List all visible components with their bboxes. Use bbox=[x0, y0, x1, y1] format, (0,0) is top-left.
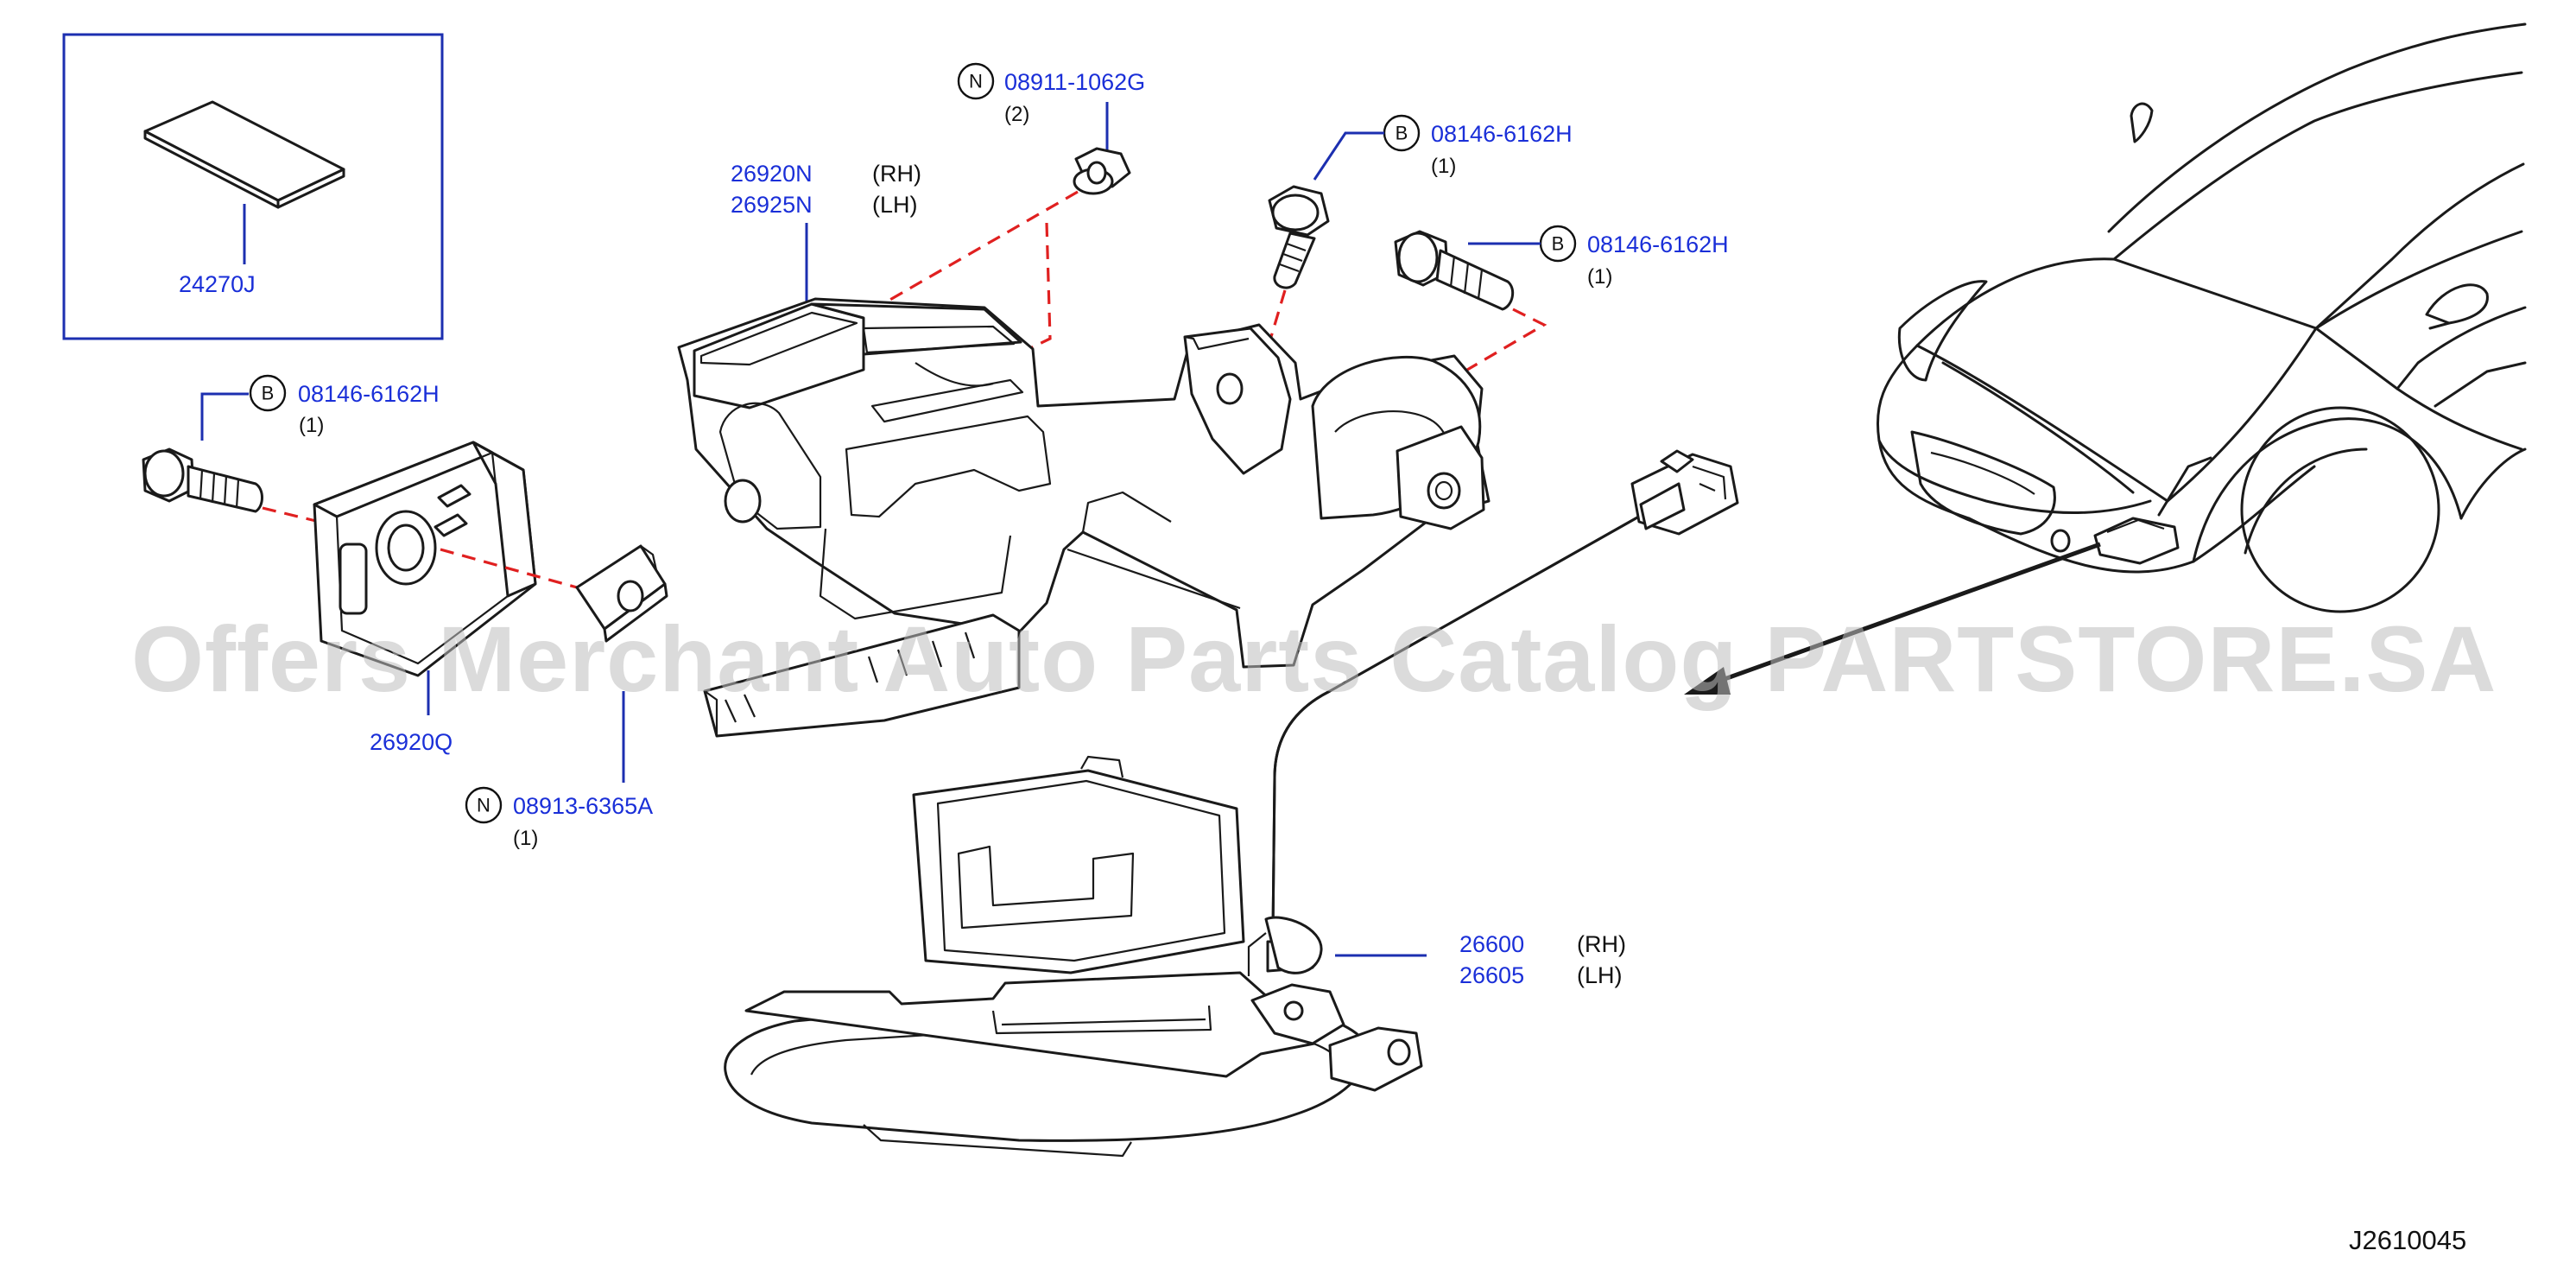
callout-nut-top[interactable]: N 08911-1062G (2) bbox=[957, 62, 1145, 126]
svg-text:(2): (2) bbox=[1004, 103, 1029, 126]
svg-text:(1): (1) bbox=[513, 827, 538, 850]
callout-26600-side: (RH) bbox=[1577, 931, 1626, 957]
svg-text:B: B bbox=[1552, 233, 1565, 255]
svg-text:08146-6162H: 08146-6162H bbox=[1431, 121, 1573, 147]
callout-26925n[interactable]: 26925N bbox=[731, 192, 813, 218]
svg-text:(1): (1) bbox=[1431, 155, 1456, 178]
flange-nut-top bbox=[1073, 147, 1131, 195]
callout-24270j[interactable]: 24270J bbox=[179, 271, 256, 297]
bracket-26920n bbox=[677, 297, 1491, 738]
svg-text:B: B bbox=[1396, 123, 1408, 144]
svg-text:08146-6162H: 08146-6162H bbox=[1587, 232, 1729, 257]
bolt-left bbox=[142, 447, 263, 513]
svg-text:N: N bbox=[477, 795, 491, 816]
svg-text:(1): (1) bbox=[1587, 265, 1612, 289]
bolt-top bbox=[1268, 185, 1330, 289]
callout-26605[interactable]: 26605 bbox=[1459, 962, 1524, 988]
cover-26920q bbox=[313, 441, 537, 677]
inset-box bbox=[62, 33, 444, 340]
svg-text:08911-1062G: 08911-1062G bbox=[1004, 69, 1145, 95]
diagram-code: J2610045 bbox=[2349, 1225, 2466, 1255]
callout-bolt-top[interactable]: B 08146-6162H (1) bbox=[1383, 114, 1573, 178]
callout-26920n[interactable]: 26920N bbox=[731, 161, 813, 187]
svg-text:B: B bbox=[262, 383, 275, 404]
svg-text:(1): (1) bbox=[299, 414, 324, 437]
callout-nut-mid[interactable]: N 08913-6365A (1) bbox=[465, 786, 653, 850]
car-locator bbox=[1684, 22, 2527, 695]
callout-bolt-left[interactable]: B 08146-6162H (1) bbox=[249, 374, 440, 437]
callout-26605-side: (LH) bbox=[1577, 962, 1623, 988]
svg-text:08913-6365A: 08913-6365A bbox=[513, 793, 653, 819]
watermark: Offers Merchant Auto Parts Catalog PARTS… bbox=[131, 606, 2497, 711]
handle-26600 bbox=[724, 755, 1423, 1158]
cable-harness bbox=[1271, 449, 1739, 935]
callout-26925n-side: (LH) bbox=[872, 192, 918, 218]
callout-26600[interactable]: 26600 bbox=[1459, 931, 1524, 957]
svg-text:N: N bbox=[969, 71, 983, 92]
callout-26920n-side: (RH) bbox=[872, 161, 921, 187]
svg-text:08146-6162H: 08146-6162H bbox=[298, 381, 440, 407]
bolt-right bbox=[1394, 230, 1515, 311]
callout-bolt-right[interactable]: B 08146-6162H (1) bbox=[1539, 225, 1729, 289]
clip-nut bbox=[575, 544, 668, 643]
callout-26920q[interactable]: 26920Q bbox=[370, 729, 453, 755]
